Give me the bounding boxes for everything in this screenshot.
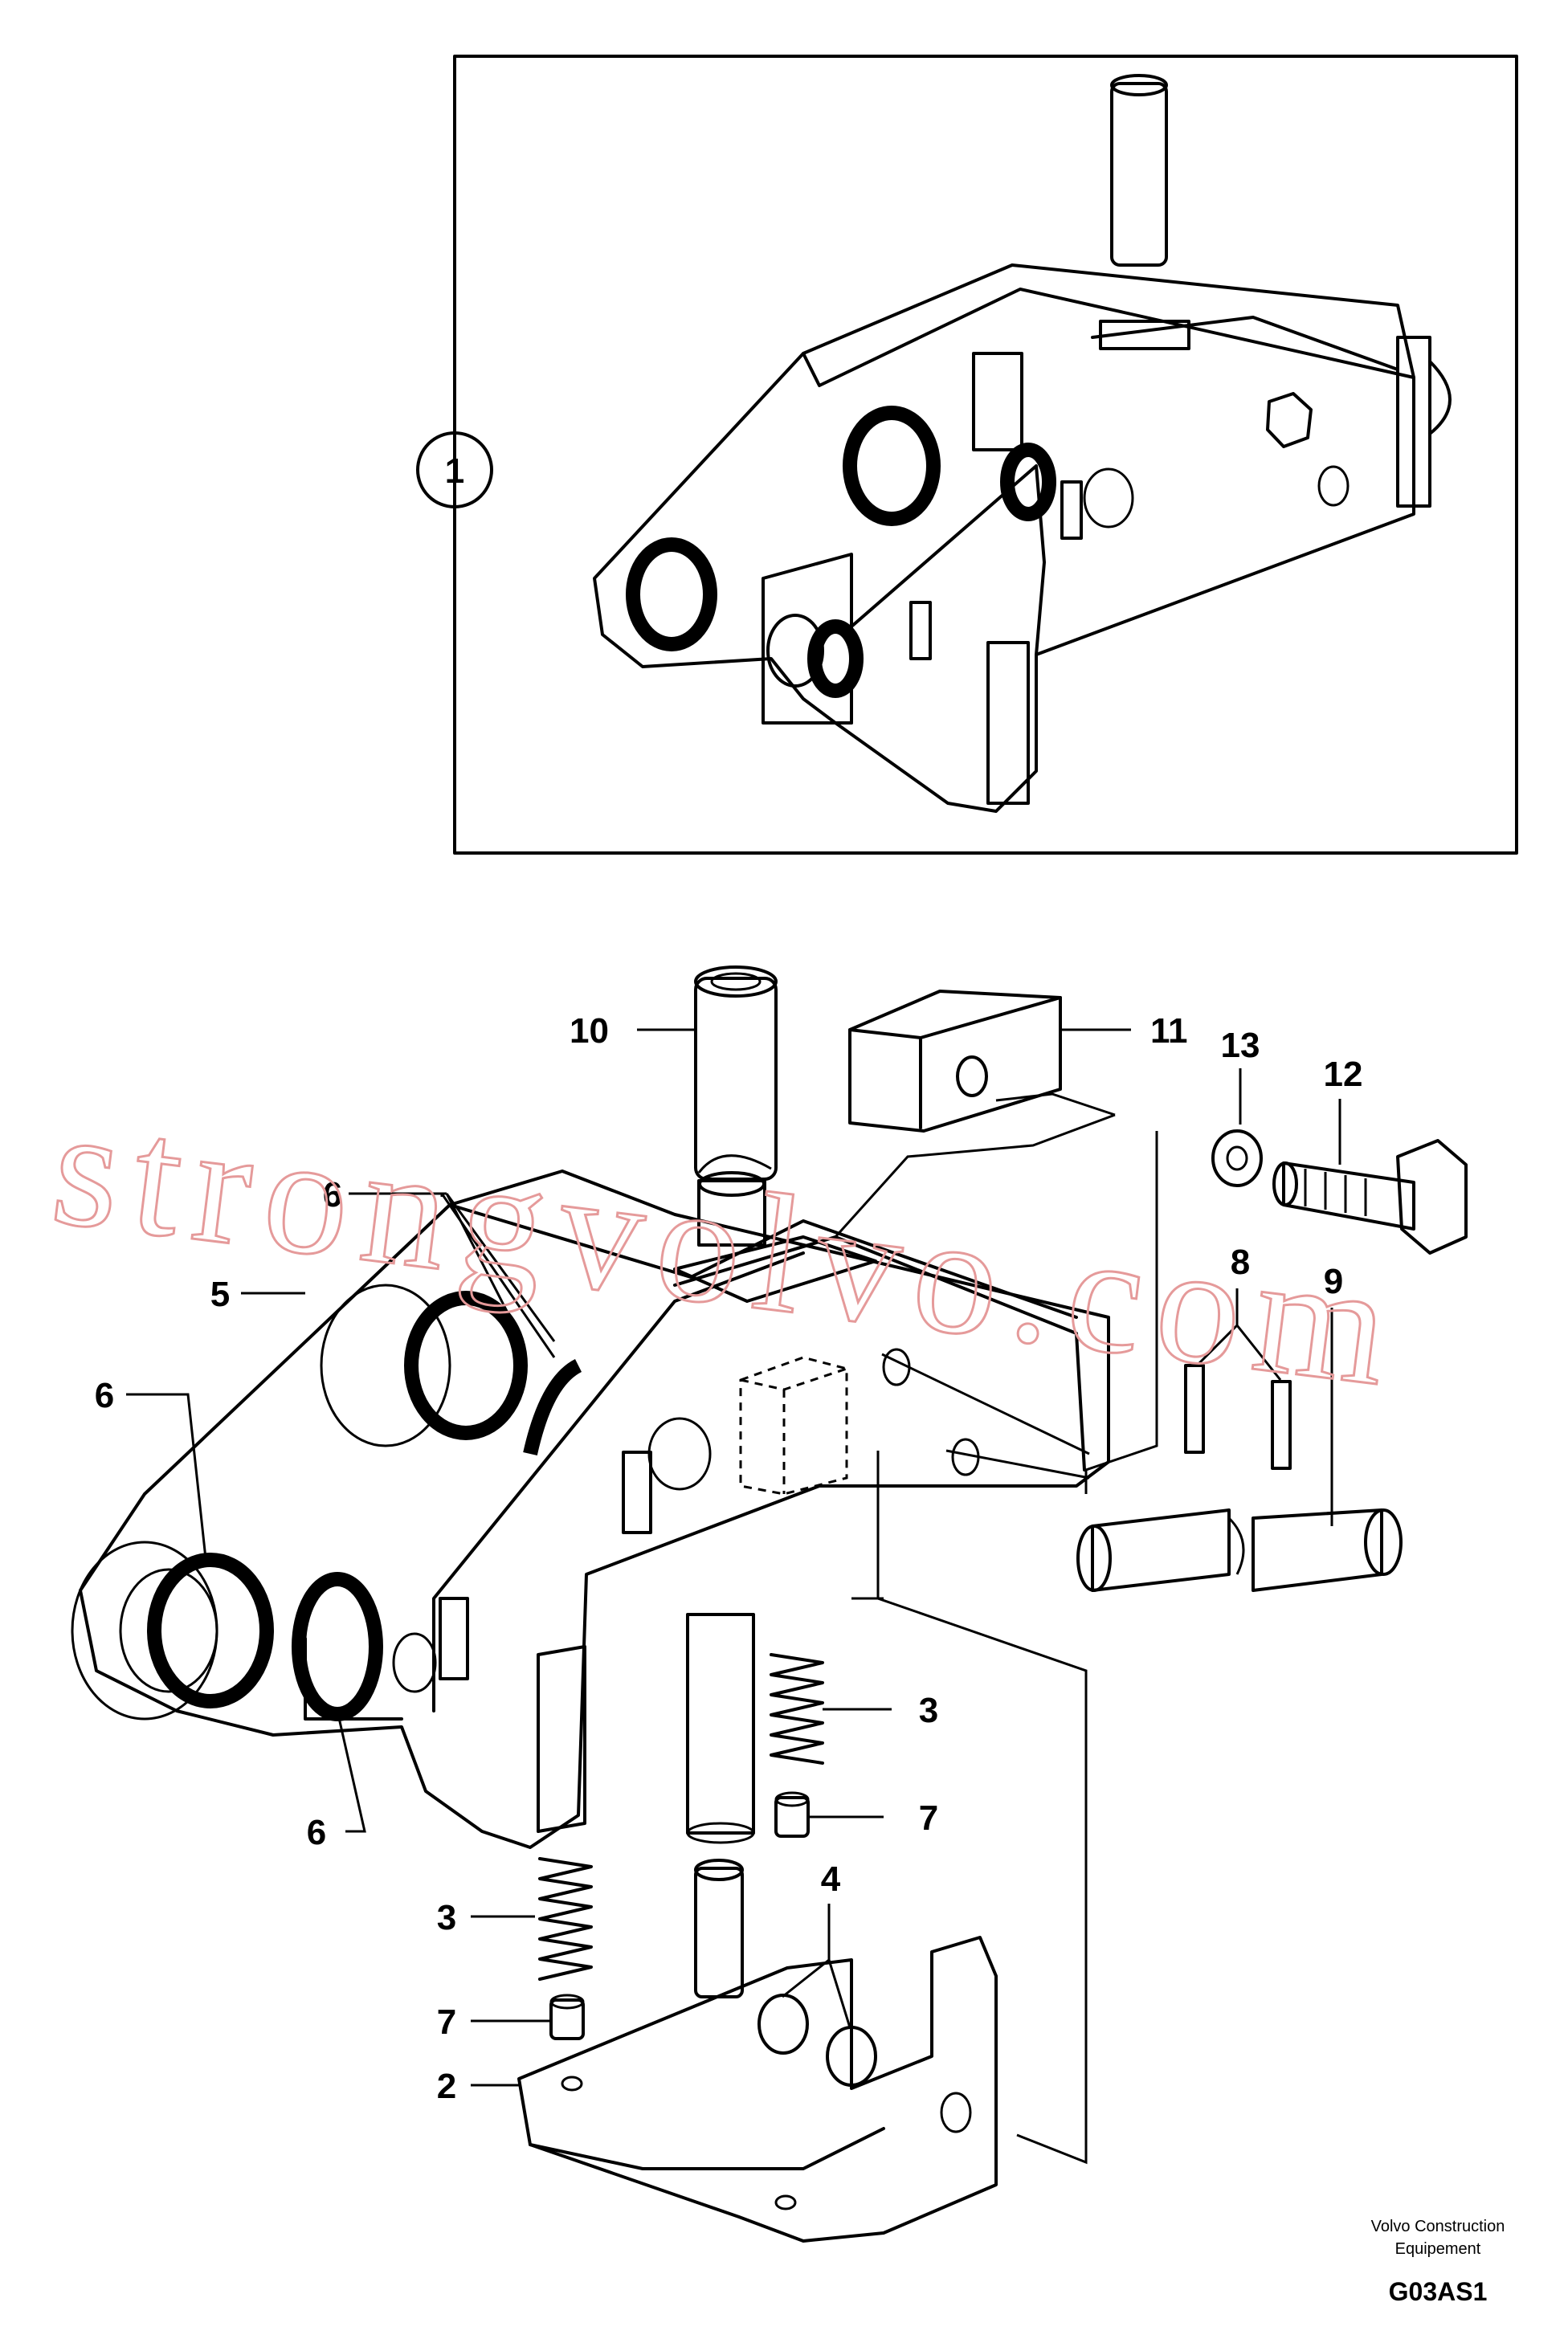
publisher-credit: Volvo Construction Equipement G03AS1 [1371,2218,1505,2306]
inset-callout-circle [416,431,493,508]
callout-12: 12 [1324,1055,1363,1094]
drawing-code: G03AS1 [1389,2277,1488,2306]
callout-9: 9 [1324,1262,1343,1301]
inset-assembly-view: 1 [416,55,1518,855]
callout-7-left: 7 [437,2002,456,2042]
callout-8: 8 [1231,1243,1250,1282]
part-8-dowels [1184,1364,1292,1470]
part-5-frame [71,1170,1110,1849]
callout-6-left: 6 [95,1376,114,1415]
callout-5: 5 [210,1275,230,1314]
callout-4: 4 [821,1859,841,1899]
part-11-block [848,990,1116,1133]
callout-6-bottom: 6 [307,1813,326,1852]
part-7-caps [549,1791,810,2040]
callout-13: 13 [1221,1026,1260,1065]
part-2-latch [517,1859,998,2243]
credit-line-2: Equipement [1395,2240,1481,2258]
inset-frame [453,55,1518,855]
callout-labels: 10 11 13 12 6 5 6 8 9 3 6 7 4 3 7 2 [95,1011,1363,2106]
leader-lines [126,1028,1341,2087]
callout-3-right: 3 [919,1691,938,1730]
part-3-springs [538,1653,824,1981]
callout-2: 2 [437,2067,456,2106]
watermark: strongvolvo.com [43,1072,1411,1423]
callout-10: 10 [570,1011,609,1051]
inset-callout-label: 1 [445,451,464,491]
callout-6-top: 6 [323,1175,342,1214]
exploded-view: 10 11 13 12 6 5 6 8 9 3 6 7 4 3 7 2 [71,965,1468,2243]
credit-line-1: Volvo Construction [1371,2218,1505,2235]
part-12-bolt [1272,1139,1468,1255]
callout-3-left: 3 [437,1898,456,1937]
callout-11: 11 [1150,1011,1188,1051]
part-9-pin [1076,1508,1403,1592]
part-10-pin [694,965,778,1181]
callout-7-right: 7 [919,1798,938,1838]
assembly-guide-lines [834,1113,1158,2165]
locking-rod [686,1613,755,1844]
part-13-washer [1211,1129,1263,1187]
